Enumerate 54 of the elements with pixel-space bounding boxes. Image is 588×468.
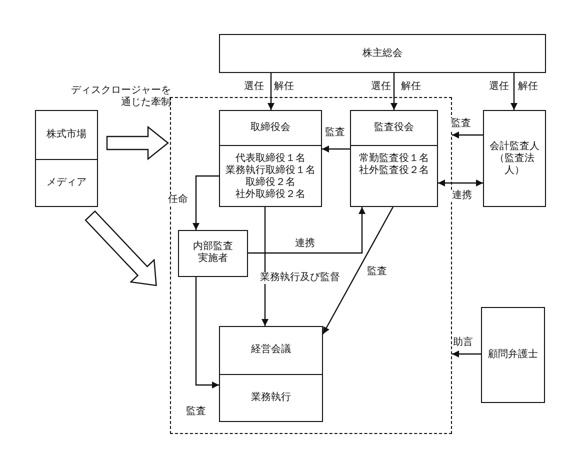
- arrow: [452, 132, 483, 138]
- box-text: 顧問弁護士: [487, 349, 539, 361]
- box-heading: 監査役会: [372, 122, 415, 134]
- appointment-label: 解任: [273, 81, 295, 93]
- edge-label: 監査: [324, 127, 346, 139]
- arrow: [192, 175, 219, 230]
- edge-label: 助言: [452, 337, 474, 349]
- org-box: [350, 110, 438, 207]
- edge-label: 連携: [451, 190, 473, 202]
- appointment-label: 選任: [243, 81, 265, 93]
- block-arrow: [84, 210, 157, 286]
- appointment-label: 解任: [517, 81, 539, 93]
- org-box: [481, 307, 545, 403]
- box-text: 社外取締役２名: [234, 188, 306, 201]
- box-heading: 取締役会: [249, 122, 292, 134]
- edge-label: 監査: [366, 266, 388, 278]
- box-text: 業務執行取締役１名: [224, 164, 316, 176]
- box-text: 取締役２名: [244, 176, 296, 188]
- box-text: 社外監査役２名: [358, 164, 430, 177]
- box-text: 業務執行: [250, 392, 292, 404]
- arrow: [390, 73, 398, 110]
- appointment-label: 解任: [400, 81, 422, 93]
- box-text: 内部監査実施者: [192, 241, 234, 266]
- arrow: [510, 73, 518, 110]
- appointment-label: 選任: [370, 81, 392, 93]
- arrow: [195, 277, 219, 388]
- box-text: 株主総会: [362, 48, 404, 60]
- box-text: 会計監査人（監査法人）: [488, 140, 540, 176]
- org-box: [35, 110, 98, 207]
- edge-label: 監査: [185, 406, 207, 418]
- box-heading: 株式市場: [46, 129, 88, 141]
- org-box: [483, 110, 546, 207]
- edge-label: 連携: [294, 238, 316, 250]
- org-box: [178, 230, 248, 277]
- box-text: 常勤監査役１名: [358, 152, 430, 164]
- arrow: [438, 180, 483, 186]
- arrow: [248, 207, 366, 254]
- org-box: [218, 326, 323, 422]
- box-text: 代表取締役１名: [234, 152, 306, 164]
- arrow: [322, 206, 394, 334]
- box-text: メディア: [46, 177, 88, 189]
- appointment-label: 選任: [488, 81, 510, 93]
- edge-label: 業務執行及び監督: [259, 272, 341, 284]
- arrow: [262, 207, 268, 326]
- org-box: [218, 110, 322, 207]
- block-arrow: [106, 126, 169, 160]
- org-box: [219, 34, 546, 73]
- box-heading: 経営会議: [250, 344, 292, 356]
- company-boundary: [170, 97, 452, 434]
- arrow: [452, 350, 481, 358]
- arrow: [322, 146, 350, 152]
- arrow: [268, 73, 274, 110]
- edge-label: 監査: [450, 118, 472, 130]
- edge-label: 任命: [167, 194, 189, 206]
